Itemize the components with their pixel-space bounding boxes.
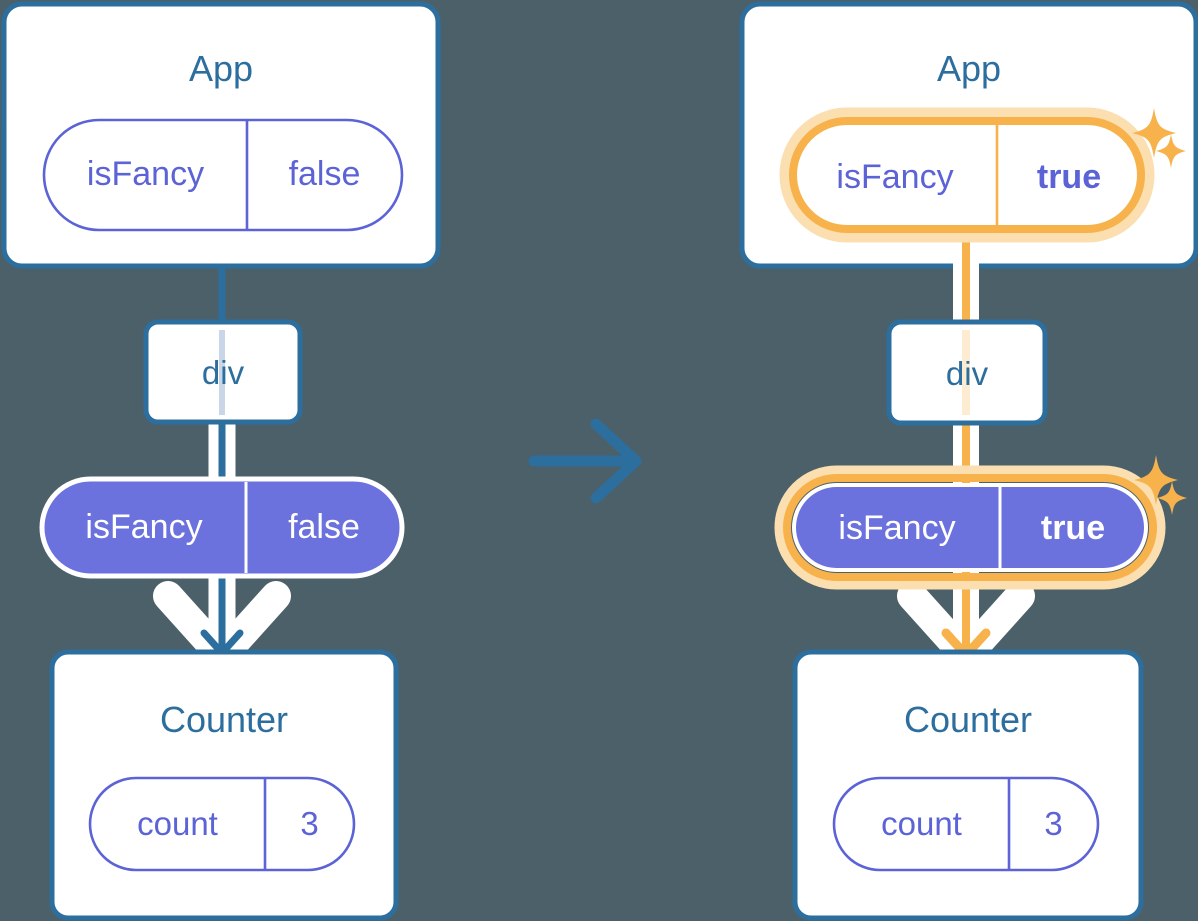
left-counter-state-key: count xyxy=(137,805,218,842)
right-app-title: App xyxy=(936,48,1002,89)
sparkle-group-prop xyxy=(1134,455,1187,515)
right-app-state-key: isFancy xyxy=(836,158,954,196)
transition-right-arrow-icon xyxy=(528,418,642,504)
right-counter-state-pill-body xyxy=(832,776,1100,872)
transition-arrow-head xyxy=(590,418,642,504)
right-counter-state-key: count xyxy=(881,805,962,842)
left-app-title: App xyxy=(188,48,254,89)
left-prop-value: false xyxy=(288,508,360,546)
right-counter-state-pill xyxy=(832,776,1100,872)
sparkle-group-app xyxy=(1132,108,1186,168)
left-prop-pill-body xyxy=(39,476,405,579)
left-counter-state-pill-body xyxy=(88,776,356,872)
right-prop-pill-body xyxy=(792,483,1148,572)
left-div-box xyxy=(143,319,303,425)
sparkle-small-icon-2 xyxy=(1157,481,1187,515)
right-app-state-pill xyxy=(779,107,1155,243)
right-prop-value: true xyxy=(1040,509,1106,547)
right-prop-pill-glow xyxy=(774,465,1166,590)
left-counter-state-pill xyxy=(88,776,356,872)
left-prop-key: isFancy xyxy=(85,508,203,546)
left-div-label: div xyxy=(201,354,245,391)
left-app-state-pill xyxy=(42,118,404,232)
right-counter-state-value: 3 xyxy=(1044,805,1063,842)
left-counter-state-value: 3 xyxy=(300,805,319,842)
sparkle-small-icon xyxy=(1156,134,1186,168)
right-prop-pill-highlight-ring xyxy=(783,474,1157,581)
sparkle-large-icon xyxy=(1132,108,1176,158)
right-app-state-value: true xyxy=(1036,158,1102,196)
right-prop-key: isFancy xyxy=(838,509,956,547)
left-app-state-pill-body xyxy=(42,118,404,232)
left-counter-title: Counter xyxy=(159,699,289,740)
right-counter-title: Counter xyxy=(903,699,1033,740)
right-app-state-pill-highlight-ring xyxy=(789,117,1145,233)
left-app-state-key: isFancy xyxy=(86,155,205,193)
right-div-label: div xyxy=(945,355,989,392)
right-app-state-pill-glow xyxy=(779,107,1155,243)
right-prop-pill xyxy=(774,465,1166,590)
left-app-state-value: false xyxy=(288,155,361,193)
sparkle-large-icon-2 xyxy=(1134,455,1178,505)
right-div-box xyxy=(886,319,1048,426)
left-prop-pill xyxy=(39,476,405,579)
